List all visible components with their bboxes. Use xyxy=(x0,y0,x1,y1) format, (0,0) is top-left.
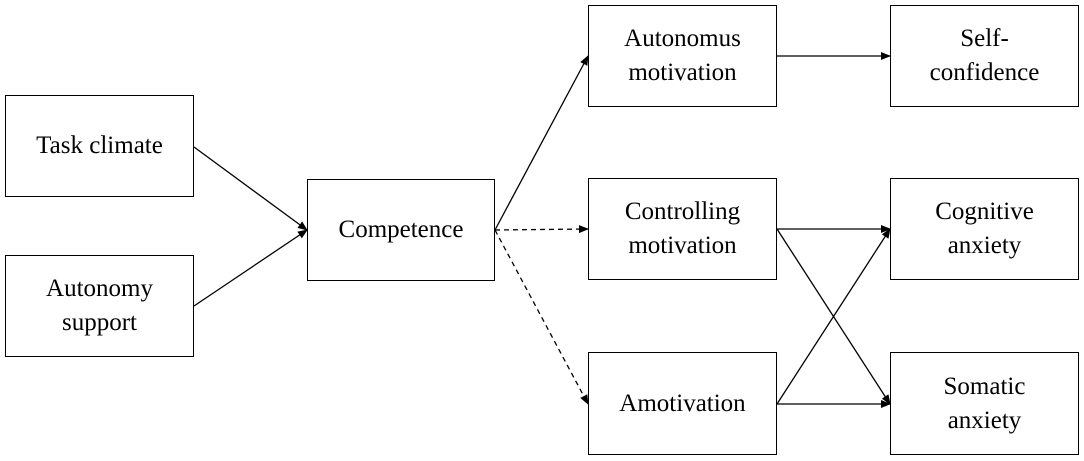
node-label-line: Amotivation xyxy=(619,389,746,417)
node-label-line: confidence xyxy=(929,59,1040,86)
edge-amotivation-to-cognitive-anxiety xyxy=(776,228,891,405)
node-autonomus-motivation: Autonomus motivation xyxy=(588,5,777,107)
node-label-line: motivation xyxy=(628,232,737,259)
node-controlling-motivation: Controlling motivation xyxy=(588,178,777,280)
node-task-climate: Task climate xyxy=(5,95,194,197)
node-label-line: Cognitive xyxy=(935,198,1034,225)
node-label-line: Somatic xyxy=(943,372,1026,400)
node-label-line: Controlling xyxy=(624,198,741,225)
node-label-line: Autonomus xyxy=(624,25,741,52)
node-cognitive-anxiety: Cognitive anxiety xyxy=(890,178,1079,280)
node-label-line: motivation xyxy=(628,59,737,86)
node-self-confidence: Self- confidence xyxy=(890,5,1079,107)
edge-competence-to-controlling-motivation xyxy=(494,225,589,234)
node-label-line: Autonomy xyxy=(46,275,153,302)
node-label-line: anxiety xyxy=(947,232,1022,259)
node-label-line: support xyxy=(62,309,137,336)
edge-competence-to-autonomus-motivation xyxy=(494,55,589,231)
edges xyxy=(193,52,891,408)
edge-task-climate-to-competence xyxy=(193,146,308,231)
node-label-line: Self- xyxy=(960,25,1009,52)
edge-autonomy-support-to-competence xyxy=(193,229,308,307)
edge-competence-to-amotivation xyxy=(494,229,589,405)
node-somatic-anxiety: Somatic anxiety xyxy=(890,352,1079,455)
node-label-line: anxiety xyxy=(947,406,1022,434)
node-competence: Competence xyxy=(307,179,495,281)
node-autonomy-support: Autonomy support xyxy=(5,255,194,357)
node-label-line: Competence xyxy=(338,216,464,243)
node-label-line: Task climate xyxy=(36,132,163,159)
node-amotivation: Amotivation xyxy=(588,352,777,455)
